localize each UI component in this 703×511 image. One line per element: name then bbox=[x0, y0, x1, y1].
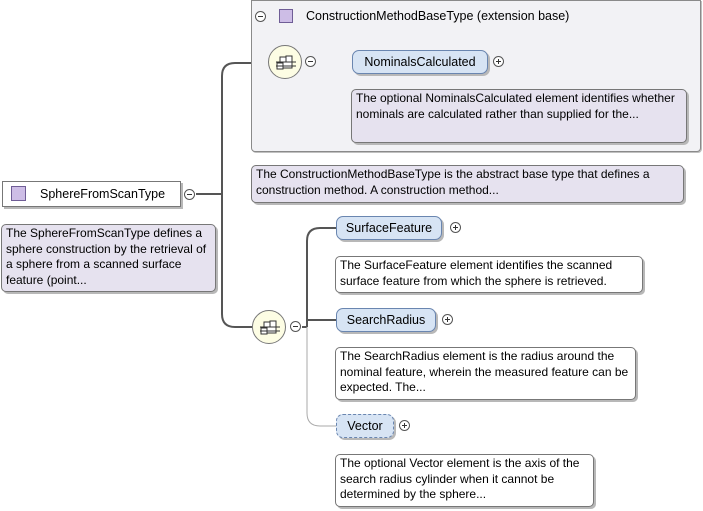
sphere-from-scan-type-box[interactable] bbox=[2, 181, 181, 207]
collapse-minus-icon[interactable] bbox=[305, 56, 316, 67]
sphere-from-scan-type-label: SphereFromScanType bbox=[40, 187, 166, 201]
sequence-compositor-icon[interactable] bbox=[252, 310, 286, 344]
surface-feature-note: The SurfaceFeature element identifies th… bbox=[335, 256, 643, 293]
extension-base-title: ConstructionMethodBaseType (extension ba… bbox=[306, 9, 570, 23]
collapse-minus-icon[interactable] bbox=[255, 11, 266, 22]
complex-type-icon bbox=[11, 186, 26, 201]
element-vector[interactable]: Vector bbox=[336, 414, 394, 438]
nominals-calculated-note: The optional NominalsCalculated element … bbox=[351, 89, 687, 143]
collapse-minus-icon[interactable] bbox=[290, 321, 301, 332]
vector-note: The optional Vector element is the axis … bbox=[335, 454, 594, 507]
expand-plus-icon[interactable] bbox=[493, 56, 504, 67]
sequence-compositor-icon[interactable] bbox=[268, 45, 302, 79]
element-search-radius[interactable]: SearchRadius bbox=[336, 308, 436, 332]
sequence-glyph-icon bbox=[276, 55, 296, 70]
expand-plus-icon[interactable] bbox=[399, 420, 410, 431]
element-surface-feature[interactable]: SurfaceFeature bbox=[336, 216, 442, 240]
construction-method-base-note: The ConstructionMethodBaseType is the ab… bbox=[251, 165, 684, 203]
complex-type-icon bbox=[279, 9, 293, 23]
expand-plus-icon[interactable] bbox=[442, 314, 453, 325]
sphere-from-scan-type-note: The SphereFromScanType defines a sphere … bbox=[1, 224, 216, 292]
sequence-glyph-icon bbox=[260, 320, 280, 335]
search-radius-note: The SearchRadius element is the radius a… bbox=[335, 347, 636, 400]
expand-plus-icon[interactable] bbox=[450, 222, 461, 233]
collapse-minus-icon[interactable] bbox=[184, 189, 195, 200]
element-nominals-calculated[interactable]: NominalsCalculated bbox=[352, 50, 488, 74]
